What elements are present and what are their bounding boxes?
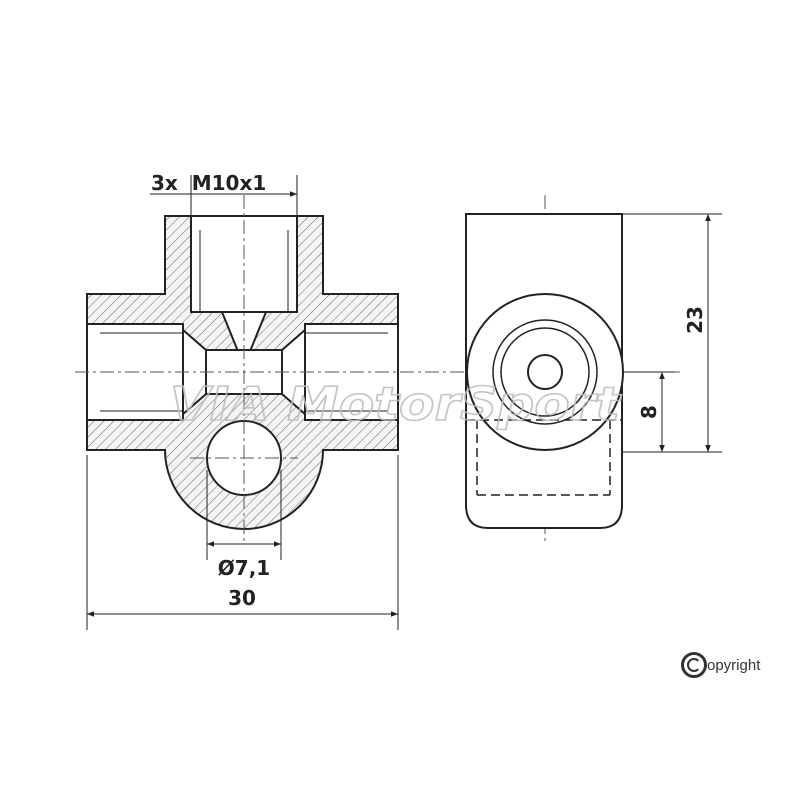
height-label: 23 xyxy=(683,306,707,334)
hidden-hole-lines xyxy=(466,419,622,496)
copyright-text: opyright xyxy=(707,656,761,674)
width-label: 30 xyxy=(228,586,256,610)
watermark: VIA MotorSport xyxy=(170,377,622,431)
hole-diameter-label: Ø7,1 xyxy=(218,556,270,580)
copyright-mark: opyright xyxy=(681,649,760,681)
copyright-icon xyxy=(681,652,707,678)
thread-label: 3x M10x1 xyxy=(151,171,266,195)
side-view xyxy=(465,213,624,529)
dimensions xyxy=(86,175,722,630)
offset-label: 8 xyxy=(637,405,661,419)
port-bore xyxy=(527,354,563,390)
